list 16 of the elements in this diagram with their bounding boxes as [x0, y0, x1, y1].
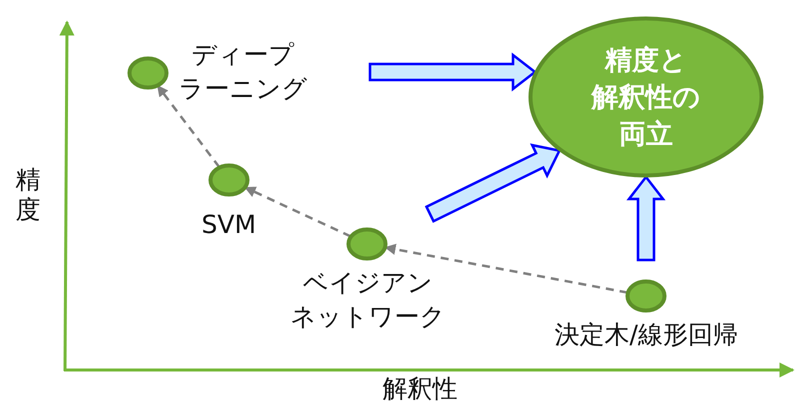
model-label: ベイジアンネットワーク — [290, 267, 446, 333]
model-dot — [208, 163, 250, 197]
model-label: SVM — [202, 209, 256, 241]
axis-label: 解釈性 — [382, 373, 458, 405]
model-dot — [346, 227, 388, 261]
goal-ellipse: 精度と解釈性の両立 — [528, 16, 764, 178]
block-arrow — [626, 174, 666, 262]
model-label: 決定木/線形回帰 — [554, 319, 738, 351]
model-dot — [127, 56, 169, 90]
axis-label: 精度 — [16, 165, 40, 225]
dashed-arrow — [244, 186, 352, 238]
block-arrow — [424, 143, 562, 223]
model-dot — [625, 279, 667, 313]
block-arrow — [368, 52, 538, 92]
model-label: ディープラーニング — [178, 39, 308, 105]
dashed-arrow — [156, 84, 220, 168]
